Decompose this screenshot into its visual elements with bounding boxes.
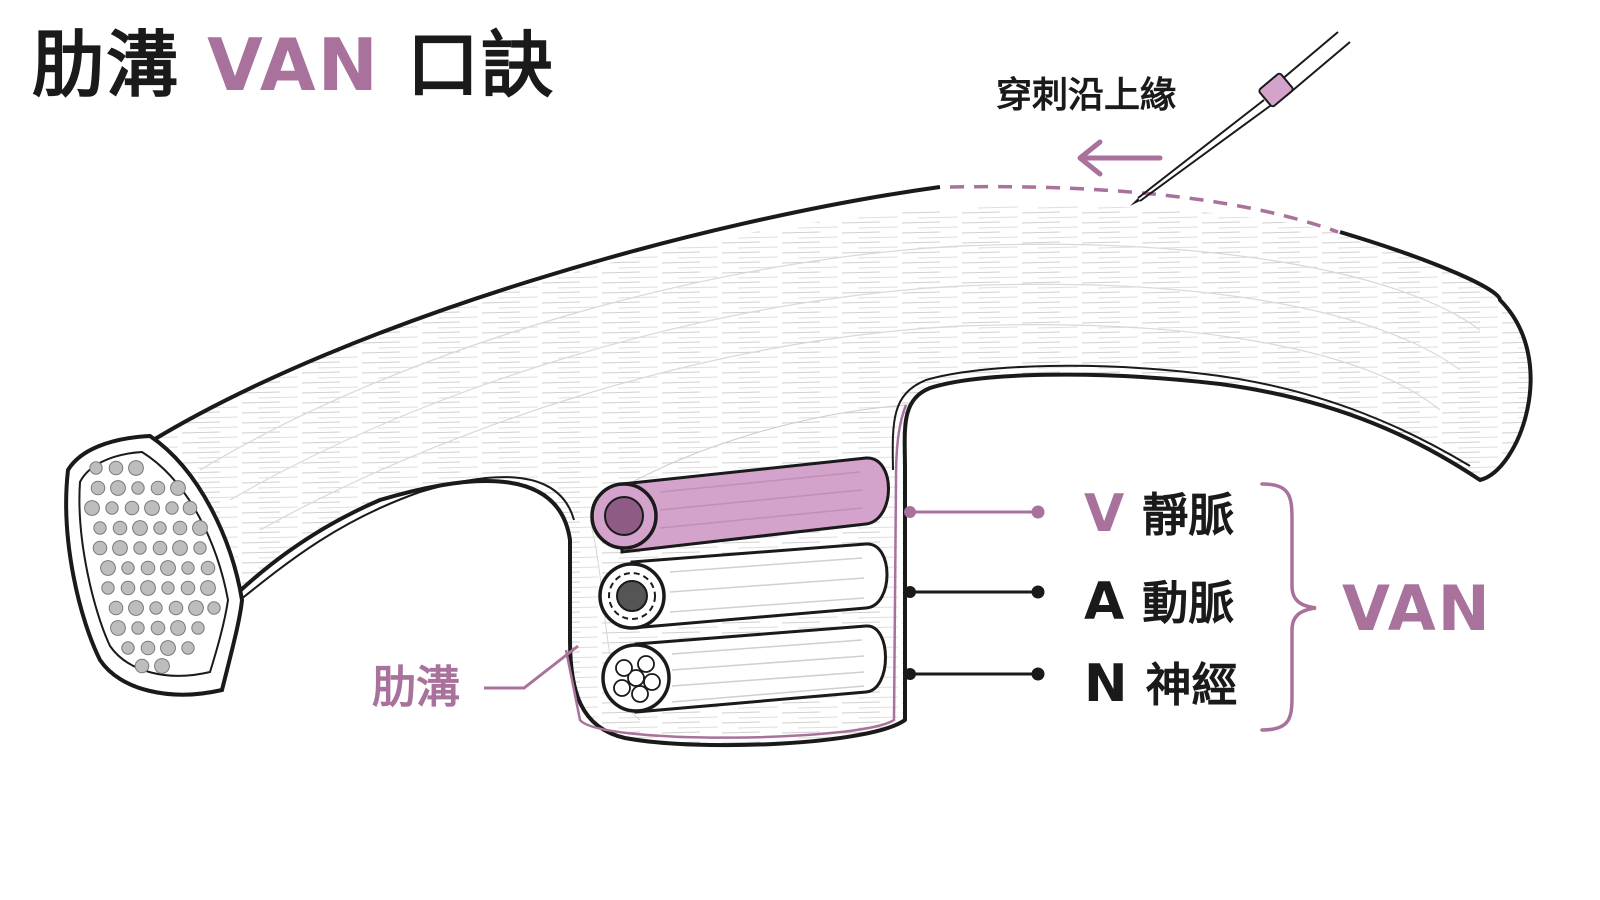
vein-vessel — [590, 456, 890, 554]
marrow-dot — [181, 561, 195, 575]
leader-line-vein — [904, 505, 1045, 519]
marrow-dot — [192, 520, 208, 536]
marrow-dot — [89, 461, 103, 475]
marrow-dot — [120, 580, 136, 596]
leader-line-artery — [904, 585, 1045, 599]
title-accent: VAN — [207, 23, 380, 107]
marrow-dot — [180, 580, 196, 596]
marrow-dot — [100, 560, 116, 576]
marrow-dot — [154, 658, 170, 674]
leader-line-groove — [484, 644, 579, 690]
marrow-dot — [160, 560, 176, 576]
marrow-dot — [160, 640, 176, 656]
marrow-dot — [191, 621, 205, 635]
marrow-dot — [150, 480, 166, 496]
marrow-dot — [105, 501, 119, 515]
marrow-dot — [112, 520, 128, 536]
left-arrow-icon — [1077, 139, 1163, 177]
marrow-dot — [182, 500, 198, 516]
marrow-dot — [149, 601, 163, 615]
marrow-dot — [134, 658, 150, 674]
title-suffix: 口訣 — [407, 23, 556, 107]
bundle-name-vein: 靜脈 — [1142, 488, 1235, 542]
title-main: 肋溝 — [32, 23, 181, 107]
marrow-dot — [84, 500, 100, 516]
bundle-name-artery: 動脈 — [1142, 576, 1235, 630]
marrow-dot — [140, 640, 156, 656]
marrow-dot — [144, 500, 160, 516]
leader-line-nerve — [904, 667, 1045, 681]
marrow-dot — [131, 621, 145, 635]
marrow-dot — [101, 581, 115, 595]
marrow-dot — [172, 520, 188, 536]
marrow-dot — [165, 501, 179, 515]
marrow-dot — [112, 540, 128, 556]
nerve-fiber — [601, 624, 887, 714]
needle-icon — [1130, 31, 1351, 206]
marrow-dot — [200, 560, 216, 576]
marrow-dot — [170, 480, 186, 496]
marrow-dot — [193, 541, 207, 555]
marrow-dot — [170, 620, 186, 636]
marrow-dot — [140, 560, 156, 576]
marrow-dot — [108, 600, 124, 616]
costal-groove-outline — [564, 404, 908, 739]
needle-note: 穿刺沿上緣 — [996, 75, 1177, 116]
marrow-dot — [92, 540, 108, 556]
bundle-letter-v: V — [1084, 484, 1125, 544]
artery-vessel — [598, 542, 889, 630]
marrow-dot — [121, 641, 135, 655]
bundle-brace — [1260, 482, 1317, 732]
marrow-dot — [124, 500, 140, 516]
bone-marrow-pattern — [84, 460, 221, 674]
marrow-dot — [172, 540, 188, 556]
marrow-dot — [121, 561, 135, 575]
marrow-dot — [152, 540, 168, 556]
marrow-dot — [108, 460, 124, 476]
marrow-dot — [188, 600, 204, 616]
marrow-dot — [181, 641, 195, 655]
bundle-name-nerve: 神經 — [1145, 658, 1238, 712]
marrow-dot — [161, 581, 175, 595]
marrow-dot — [150, 620, 166, 636]
marrow-dot — [132, 520, 148, 536]
rib-upper-edge — [148, 185, 941, 444]
groove-label: 肋溝 — [372, 662, 460, 713]
bundle-letter-a: A — [1084, 572, 1125, 632]
marrow-dot — [140, 580, 156, 596]
bundle-letter-n: N — [1084, 654, 1128, 714]
marrow-dot — [200, 580, 216, 596]
marrow-dot — [90, 480, 106, 496]
marrow-dot — [128, 600, 144, 616]
marrow-dot — [93, 521, 107, 535]
bundle-group-label: VAN — [1342, 572, 1492, 645]
marrow-dot — [110, 480, 126, 496]
marrow-dot — [207, 601, 221, 615]
marrow-dot — [133, 541, 147, 555]
page-title: 肋溝 VAN 口訣 — [32, 22, 555, 108]
marrow-dot — [131, 481, 145, 495]
marrow-dot — [110, 620, 126, 636]
marrow-dot — [168, 600, 184, 616]
nerve-fascicles-icon — [613, 655, 661, 703]
marrow-dot — [153, 521, 167, 535]
marrow-dot — [128, 460, 144, 476]
superior-border-dashed — [949, 184, 1339, 234]
rib-cross-section — [64, 433, 245, 697]
